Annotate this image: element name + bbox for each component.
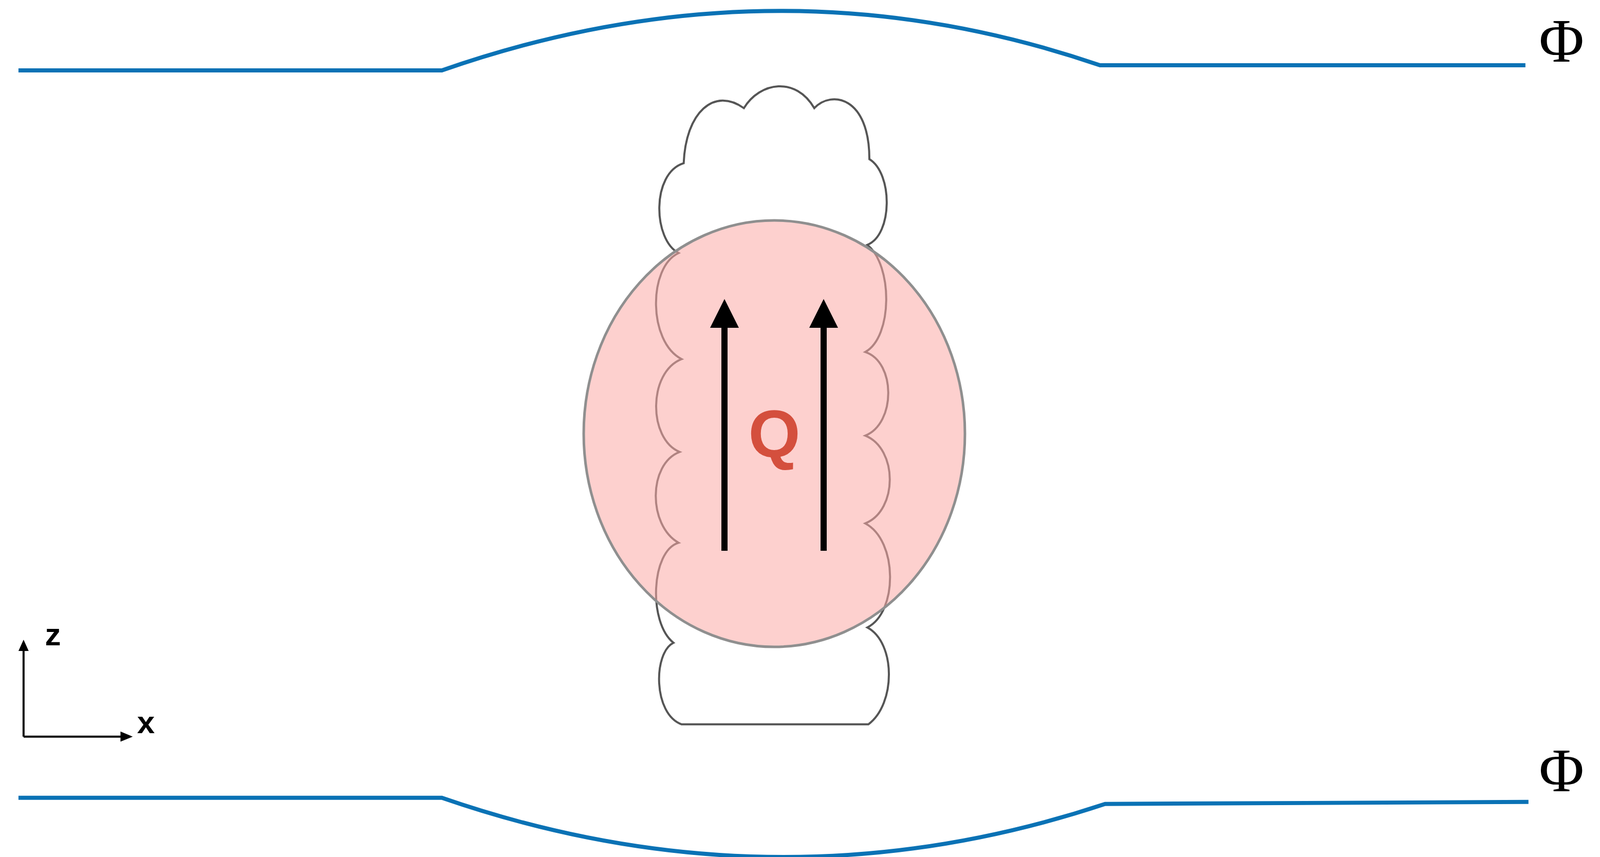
upward-arrow: [820, 324, 827, 551]
heating-label: Q: [748, 400, 800, 468]
axis-label: x: [137, 706, 155, 739]
lower-boundary: [18, 797, 1529, 857]
arrow-head: [710, 299, 739, 328]
upper-boundary: [18, 10, 1526, 71]
axes: [18, 639, 133, 742]
heat-source-ellipse: Q: [582, 218, 967, 649]
flux-symbol: Φ: [1538, 739, 1585, 802]
ellipse-shape: [583, 220, 965, 647]
arrow-head: [809, 299, 839, 328]
flux-symbol: Φ: [1538, 10, 1585, 72]
upward-arrow: [721, 324, 728, 551]
axis-label: z: [45, 618, 62, 651]
